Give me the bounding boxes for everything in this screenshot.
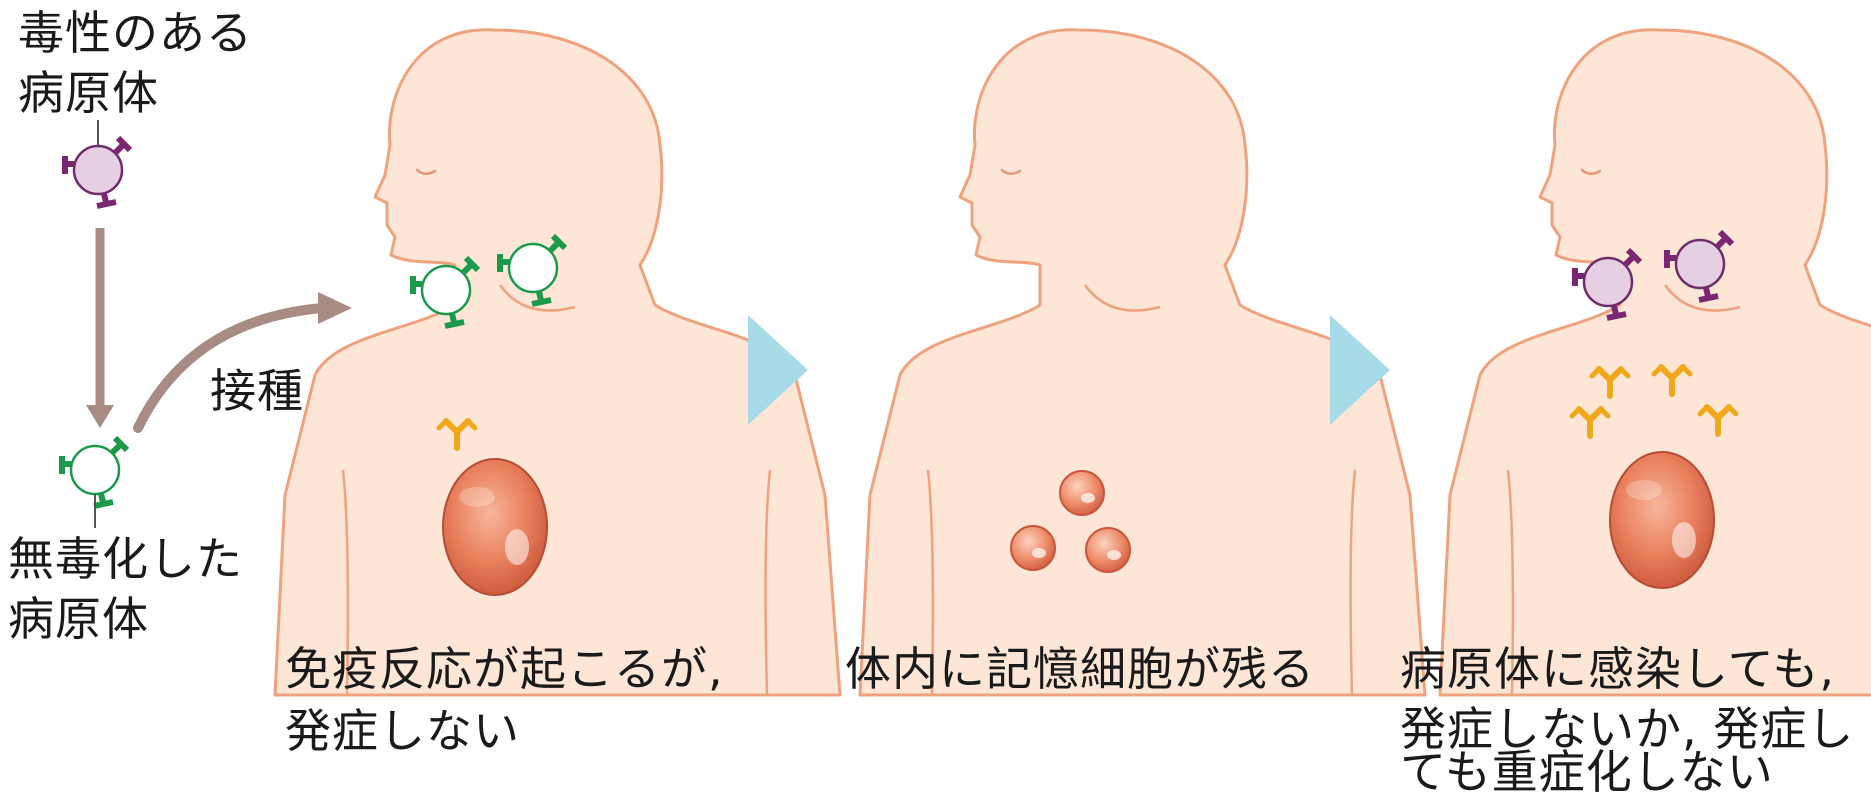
inoculation-label: 接種: [210, 360, 304, 422]
down-arrow: [86, 228, 114, 428]
panel-3-caption: 病原体に感染しても,: [1400, 638, 1835, 700]
inactivated-pathogen-label-2: 病原体: [8, 588, 149, 650]
toxic-pathogen-legend: [62, 120, 130, 206]
inactivated-pathogen-icon: [59, 438, 127, 506]
panel-1-caption: 免疫反応が起こるが,: [285, 638, 724, 700]
memory-cell-icon: [1011, 526, 1055, 570]
toxic-pathogen-icon: [62, 138, 130, 206]
human-silhouette-3: [1440, 30, 1871, 695]
inactivated-pathogen-legend: [59, 438, 127, 528]
toxic-pathogen-label-2: 病原体: [18, 62, 159, 124]
body-panel-3: [1440, 30, 1871, 695]
inactivated-pathogen-label: 無毒化した: [8, 528, 243, 590]
memory-cell-icon: [1060, 471, 1104, 515]
panel-1-caption-2: 発症しない: [285, 700, 520, 762]
memory-cell-icon: [1086, 528, 1130, 572]
panel-2-caption: 体内に記憶細胞が残る: [845, 638, 1315, 700]
organ-icon: [443, 459, 547, 595]
panel-3-caption-3: ても重症化しない: [1400, 746, 1774, 798]
organ-icon: [1610, 452, 1714, 588]
toxic-pathogen-label: 毒性のある: [18, 2, 253, 64]
